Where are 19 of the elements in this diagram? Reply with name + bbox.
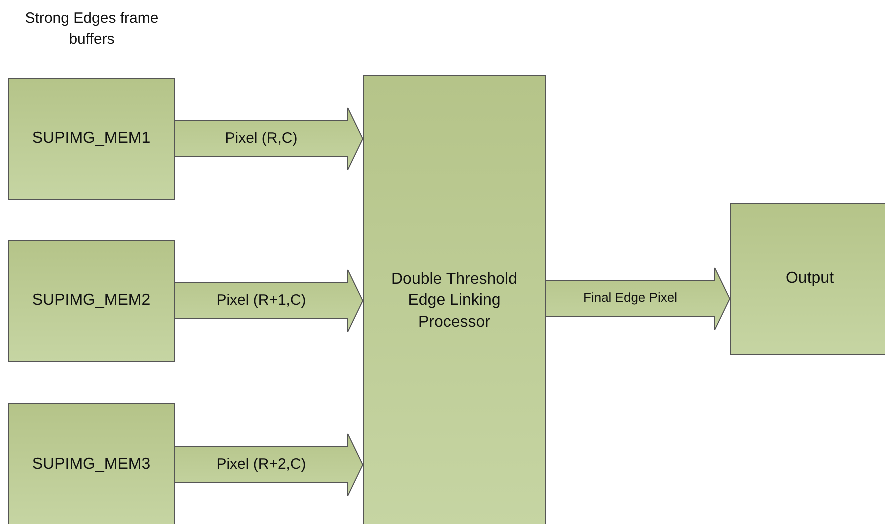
edge-label: Final Edge Pixel <box>582 290 678 305</box>
process-box <box>8 78 175 200</box>
box-label: Double Threshold Edge Linking Processor <box>390 270 518 333</box>
edge-label: Pixel (R+2,C) <box>216 456 308 473</box>
block-arrow <box>174 108 364 170</box>
block-arrow <box>546 268 731 330</box>
edge-label: Pixel (R+1,C) <box>216 292 308 309</box>
box-label: Output <box>786 269 834 290</box>
block-arrow <box>174 434 364 496</box>
box-label: SUPIMG_MEM3 <box>32 455 151 476</box>
box-label: SUPIMG_MEM2 <box>32 291 151 312</box>
edge-label: Pixel (R,C) <box>224 130 299 147</box>
block-arrow <box>174 270 364 332</box>
process-box <box>363 75 546 524</box>
process-box <box>8 240 175 362</box>
process-box <box>8 403 175 524</box>
process-box <box>730 203 885 355</box>
heading-label: Strong Edges frame buffers <box>24 9 160 50</box>
box-label: SUPIMG_MEM1 <box>32 129 151 150</box>
